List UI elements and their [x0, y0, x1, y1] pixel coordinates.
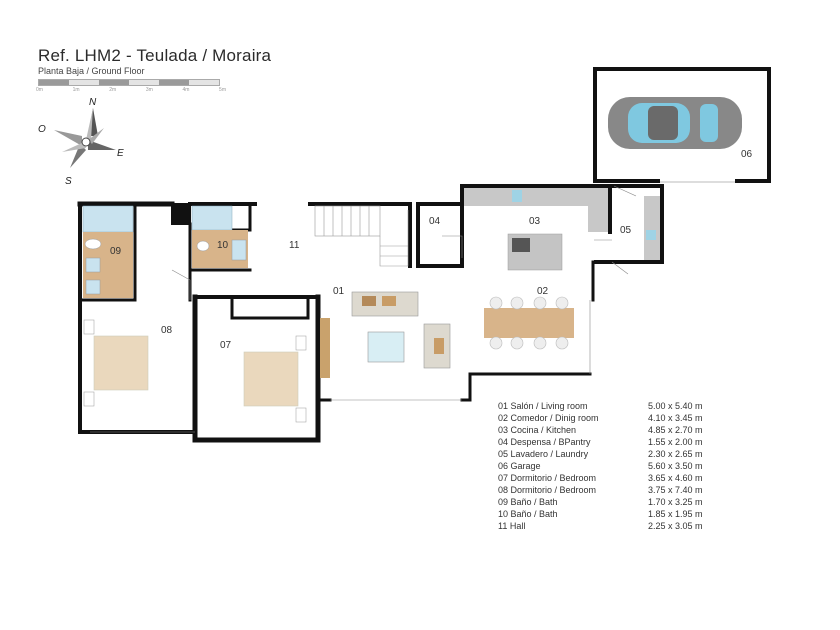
legend-room-size: 3.65 x 4.60 m — [648, 473, 703, 483]
legend-row: 06 Garage 5.60 x 3.50 m — [498, 460, 728, 472]
legend-room-name: 06 Garage — [498, 461, 541, 471]
compass-south-label: S — [65, 176, 72, 187]
scale-bar — [38, 79, 220, 86]
room-number-10: 10 — [217, 240, 229, 251]
room-number-08: 08 — [161, 325, 173, 336]
legend-room-size: 5.60 x 3.50 m — [648, 461, 703, 471]
bedroom-07-bed — [243, 335, 307, 423]
plan-subtitle: Planta Baja / Ground Floor — [38, 66, 145, 76]
legend-room-name: 07 Dormitorio / Bedroom — [498, 473, 597, 483]
legend-row: 03 Cocina / Kitchen 4.85 x 2.70 m — [498, 424, 728, 436]
legend-room-name: 05 Lavadero / Laundry — [498, 449, 589, 459]
legend-room-name: 08 Dormitorio / Bedroom — [498, 485, 597, 495]
staircase — [314, 205, 409, 267]
room-number-04: 04 — [429, 216, 441, 227]
legend-room-size: 5.00 x 5.40 m — [648, 401, 703, 411]
legend-room-size: 3.75 x 7.40 m — [648, 485, 703, 495]
legend-room-name: 11 Hall — [498, 521, 526, 531]
doors — [90, 185, 637, 433]
room-number-03: 03 — [529, 216, 541, 227]
room-number-06: 06 — [741, 149, 753, 160]
legend-room-size: 1.70 x 3.25 m — [648, 497, 703, 507]
room-number-09: 09 — [110, 246, 122, 257]
room-number-01: 01 — [333, 286, 345, 297]
kitchen-counter — [464, 188, 608, 271]
legend-room-size: 4.85 x 2.70 m — [648, 425, 703, 435]
room-number-11: 11 — [289, 240, 300, 251]
dining-table — [484, 296, 574, 350]
scale-label: 4m — [182, 87, 190, 93]
living-room-furniture — [320, 291, 451, 378]
scale-labels: 0m 1m 2m 3m 4m 5m — [36, 87, 226, 93]
legend-row: 01 Salón / Living room 5.00 x 5.40 m — [498, 400, 728, 412]
room-number-05: 05 — [620, 225, 632, 236]
room-legend: 01 Salón / Living room 5.00 x 5.40 m 02 C… — [498, 400, 728, 532]
scale-label: 5m — [219, 87, 226, 93]
scale-label: 3m — [145, 87, 153, 93]
scale-label: 0m — [36, 87, 43, 93]
bath-09 — [82, 205, 134, 298]
room-number-07: 07 — [220, 340, 232, 351]
legend-room-name: 09 Baño / Bath — [498, 497, 558, 507]
legend-room-size: 4.10 x 3.45 m — [648, 413, 703, 423]
legend-row: 10 Baño / Bath 1.85 x 1.95 m — [498, 508, 728, 520]
laundry-counter — [644, 196, 660, 260]
legend-row: 07 Dormitorio / Bedroom 3.65 x 4.60 m — [498, 472, 728, 484]
legend-row: 05 Lavadero / Laundry 2.30 x 2.65 m — [498, 448, 728, 460]
legend-row: 09 Baño / Bath 1.70 x 3.25 m — [498, 496, 728, 508]
scale-label: 1m — [72, 87, 80, 93]
compass-west-label: O — [38, 124, 46, 135]
compass-north-label: N — [89, 97, 97, 108]
legend-row: 04 Despensa / BPantry 1.55 x 2.00 m — [498, 436, 728, 448]
car-icon — [608, 97, 742, 149]
compass-rose-icon — [54, 108, 116, 168]
bath-10 — [191, 205, 248, 268]
plan-title: Ref. LHM2 - Teulada / Moraira — [38, 46, 272, 65]
legend-room-name: 10 Baño / Bath — [498, 509, 558, 519]
room-number-02: 02 — [537, 286, 549, 297]
compass-east-label: E — [117, 148, 124, 159]
legend-room-size: 1.85 x 1.95 m — [648, 509, 703, 519]
legend-room-size: 2.25 x 3.05 m — [648, 521, 703, 531]
bedroom-08-bed — [83, 319, 149, 407]
legend-row: 11 Hall 2.25 x 3.05 m — [498, 520, 728, 532]
legend-room-size: 1.55 x 2.00 m — [648, 437, 703, 447]
legend-room-name: 01 Salón / Living room — [498, 401, 588, 411]
legend-row: 08 Dormitorio / Bedroom 3.75 x 7.40 m — [498, 484, 728, 496]
legend-room-name: 04 Despensa / BPantry — [498, 437, 591, 447]
legend-room-size: 2.30 x 2.65 m — [648, 449, 703, 459]
scale-label: 2m — [109, 87, 117, 93]
legend-room-name: 02 Comedor / Dinig room — [498, 413, 599, 423]
legend-room-name: 03 Cocina / Kitchen — [498, 425, 577, 435]
legend-row: 02 Comedor / Dinig room 4.10 x 3.45 m — [498, 412, 728, 424]
